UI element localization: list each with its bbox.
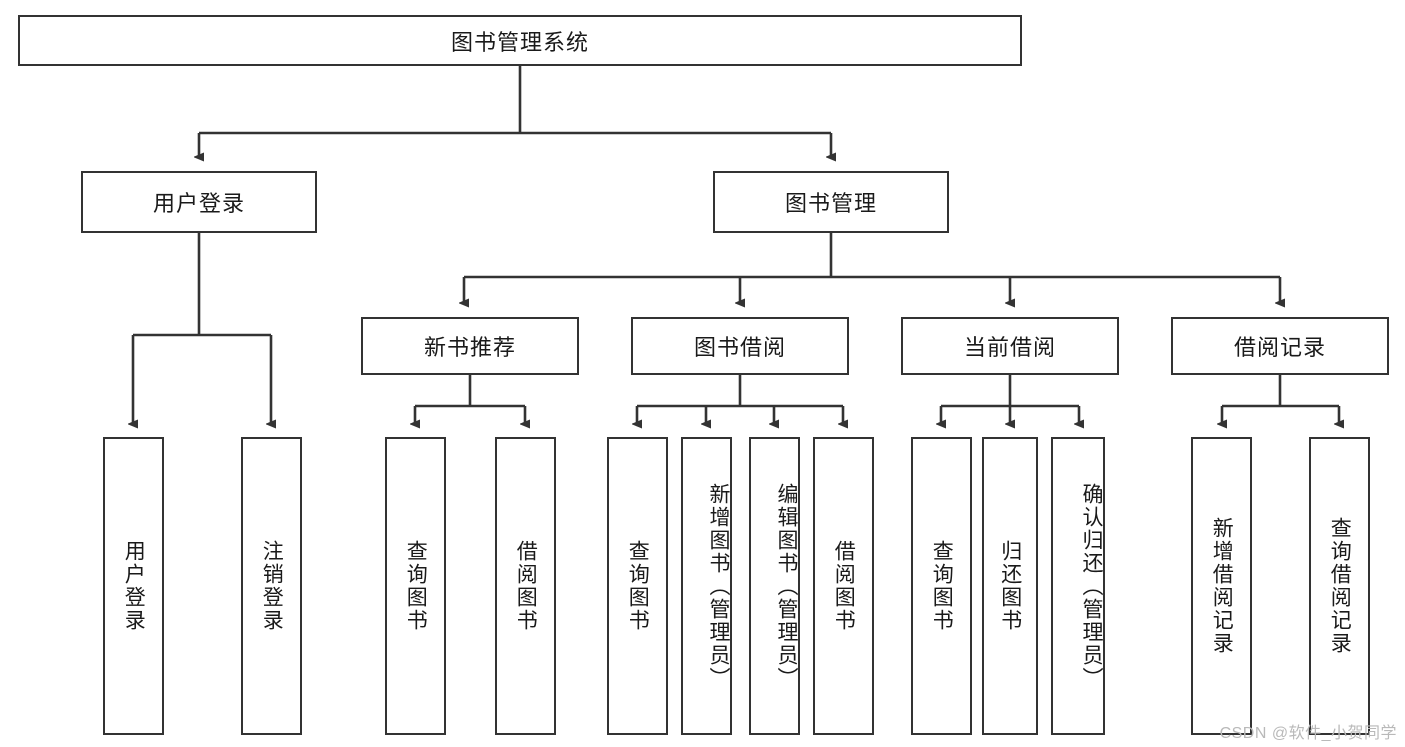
node-borrow-record[interactable]: 借阅记录: [1171, 317, 1389, 375]
node-current-borrow[interactable]: 当前借阅: [901, 317, 1119, 375]
leaf-query-book-current[interactable]: 查询图书: [911, 437, 972, 735]
node-label: 查询图书: [404, 540, 428, 632]
node-label: 图书管理: [784, 191, 877, 216]
node-book-management[interactable]: 图书管理: [713, 171, 949, 233]
node-label: 确认归还（管理员）: [1080, 482, 1103, 690]
node-label: 编辑图书（管理员）: [775, 482, 798, 690]
node-label: 借阅图书: [832, 540, 856, 632]
node-label: 归还图书: [998, 540, 1022, 632]
leaf-confirm-return-admin[interactable]: 确认归还（管理员）: [1051, 437, 1105, 735]
node-label: 新增借阅记录: [1210, 517, 1234, 655]
node-new-book-recommend[interactable]: 新书推荐: [361, 317, 579, 375]
node-label: 用户登录: [152, 191, 245, 216]
node-label: 当前借阅: [963, 335, 1056, 360]
node-label: 查询图书: [626, 540, 650, 632]
leaf-borrow-book-recommend[interactable]: 借阅图书: [495, 437, 556, 735]
node-label: 图书管理系统: [450, 29, 589, 55]
node-label: 图书借阅: [693, 335, 786, 360]
node-label: 新书推荐: [423, 335, 516, 360]
node-label: 注销登录: [260, 540, 284, 632]
node-label: 借阅记录: [1233, 335, 1326, 360]
leaf-edit-book-admin[interactable]: 编辑图书（管理员）: [749, 437, 800, 735]
leaf-borrow-book[interactable]: 借阅图书: [813, 437, 874, 735]
leaf-query-book-recommend[interactable]: 查询图书: [385, 437, 446, 735]
node-book-borrow[interactable]: 图书借阅: [631, 317, 849, 375]
leaf-add-borrow-record[interactable]: 新增借阅记录: [1191, 437, 1252, 735]
leaf-user-login[interactable]: 用户登录: [103, 437, 164, 735]
node-label: 查询借阅记录: [1328, 517, 1352, 655]
csdn-watermark: CSDN @软件_小贺同学: [1219, 725, 1397, 742]
node-label: 新增图书（管理员）: [707, 482, 730, 690]
node-user-login[interactable]: 用户登录: [81, 171, 317, 233]
leaf-query-borrow-record[interactable]: 查询借阅记录: [1309, 437, 1370, 735]
node-label: 用户登录: [122, 540, 146, 632]
leaf-logout[interactable]: 注销登录: [241, 437, 302, 735]
leaf-add-book-admin[interactable]: 新增图书（管理员）: [681, 437, 732, 735]
node-label: 借阅图书: [514, 540, 538, 632]
node-label: 查询图书: [930, 540, 954, 632]
leaf-query-book-borrow[interactable]: 查询图书: [607, 437, 668, 735]
leaf-return-book[interactable]: 归还图书: [982, 437, 1038, 735]
node-root-book-management-system[interactable]: 图书管理系统: [18, 15, 1022, 66]
